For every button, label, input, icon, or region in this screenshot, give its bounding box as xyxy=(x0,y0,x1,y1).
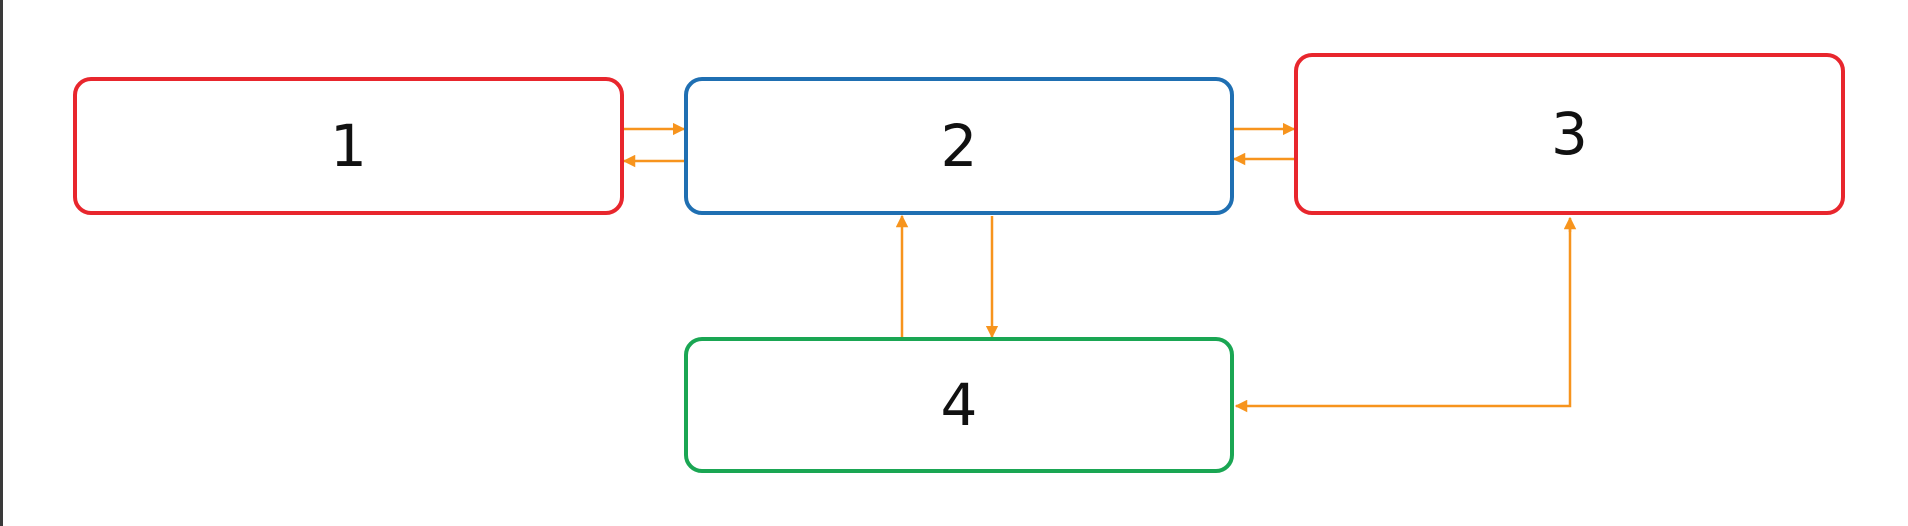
node-2-box[interactable]: 2 xyxy=(684,77,1234,215)
node-1-label: 1 xyxy=(330,112,367,180)
node-4-label: 4 xyxy=(940,371,978,439)
node-2-label: 2 xyxy=(940,112,978,180)
edge-3-to-4 xyxy=(1234,220,1572,413)
node-3-label: 3 xyxy=(1551,100,1588,168)
node-1-box[interactable]: 1 xyxy=(73,77,624,215)
window-edge xyxy=(0,0,3,526)
node-3-box[interactable]: 3 xyxy=(1294,53,1845,215)
node-4-box[interactable]: 4 xyxy=(684,337,1234,473)
